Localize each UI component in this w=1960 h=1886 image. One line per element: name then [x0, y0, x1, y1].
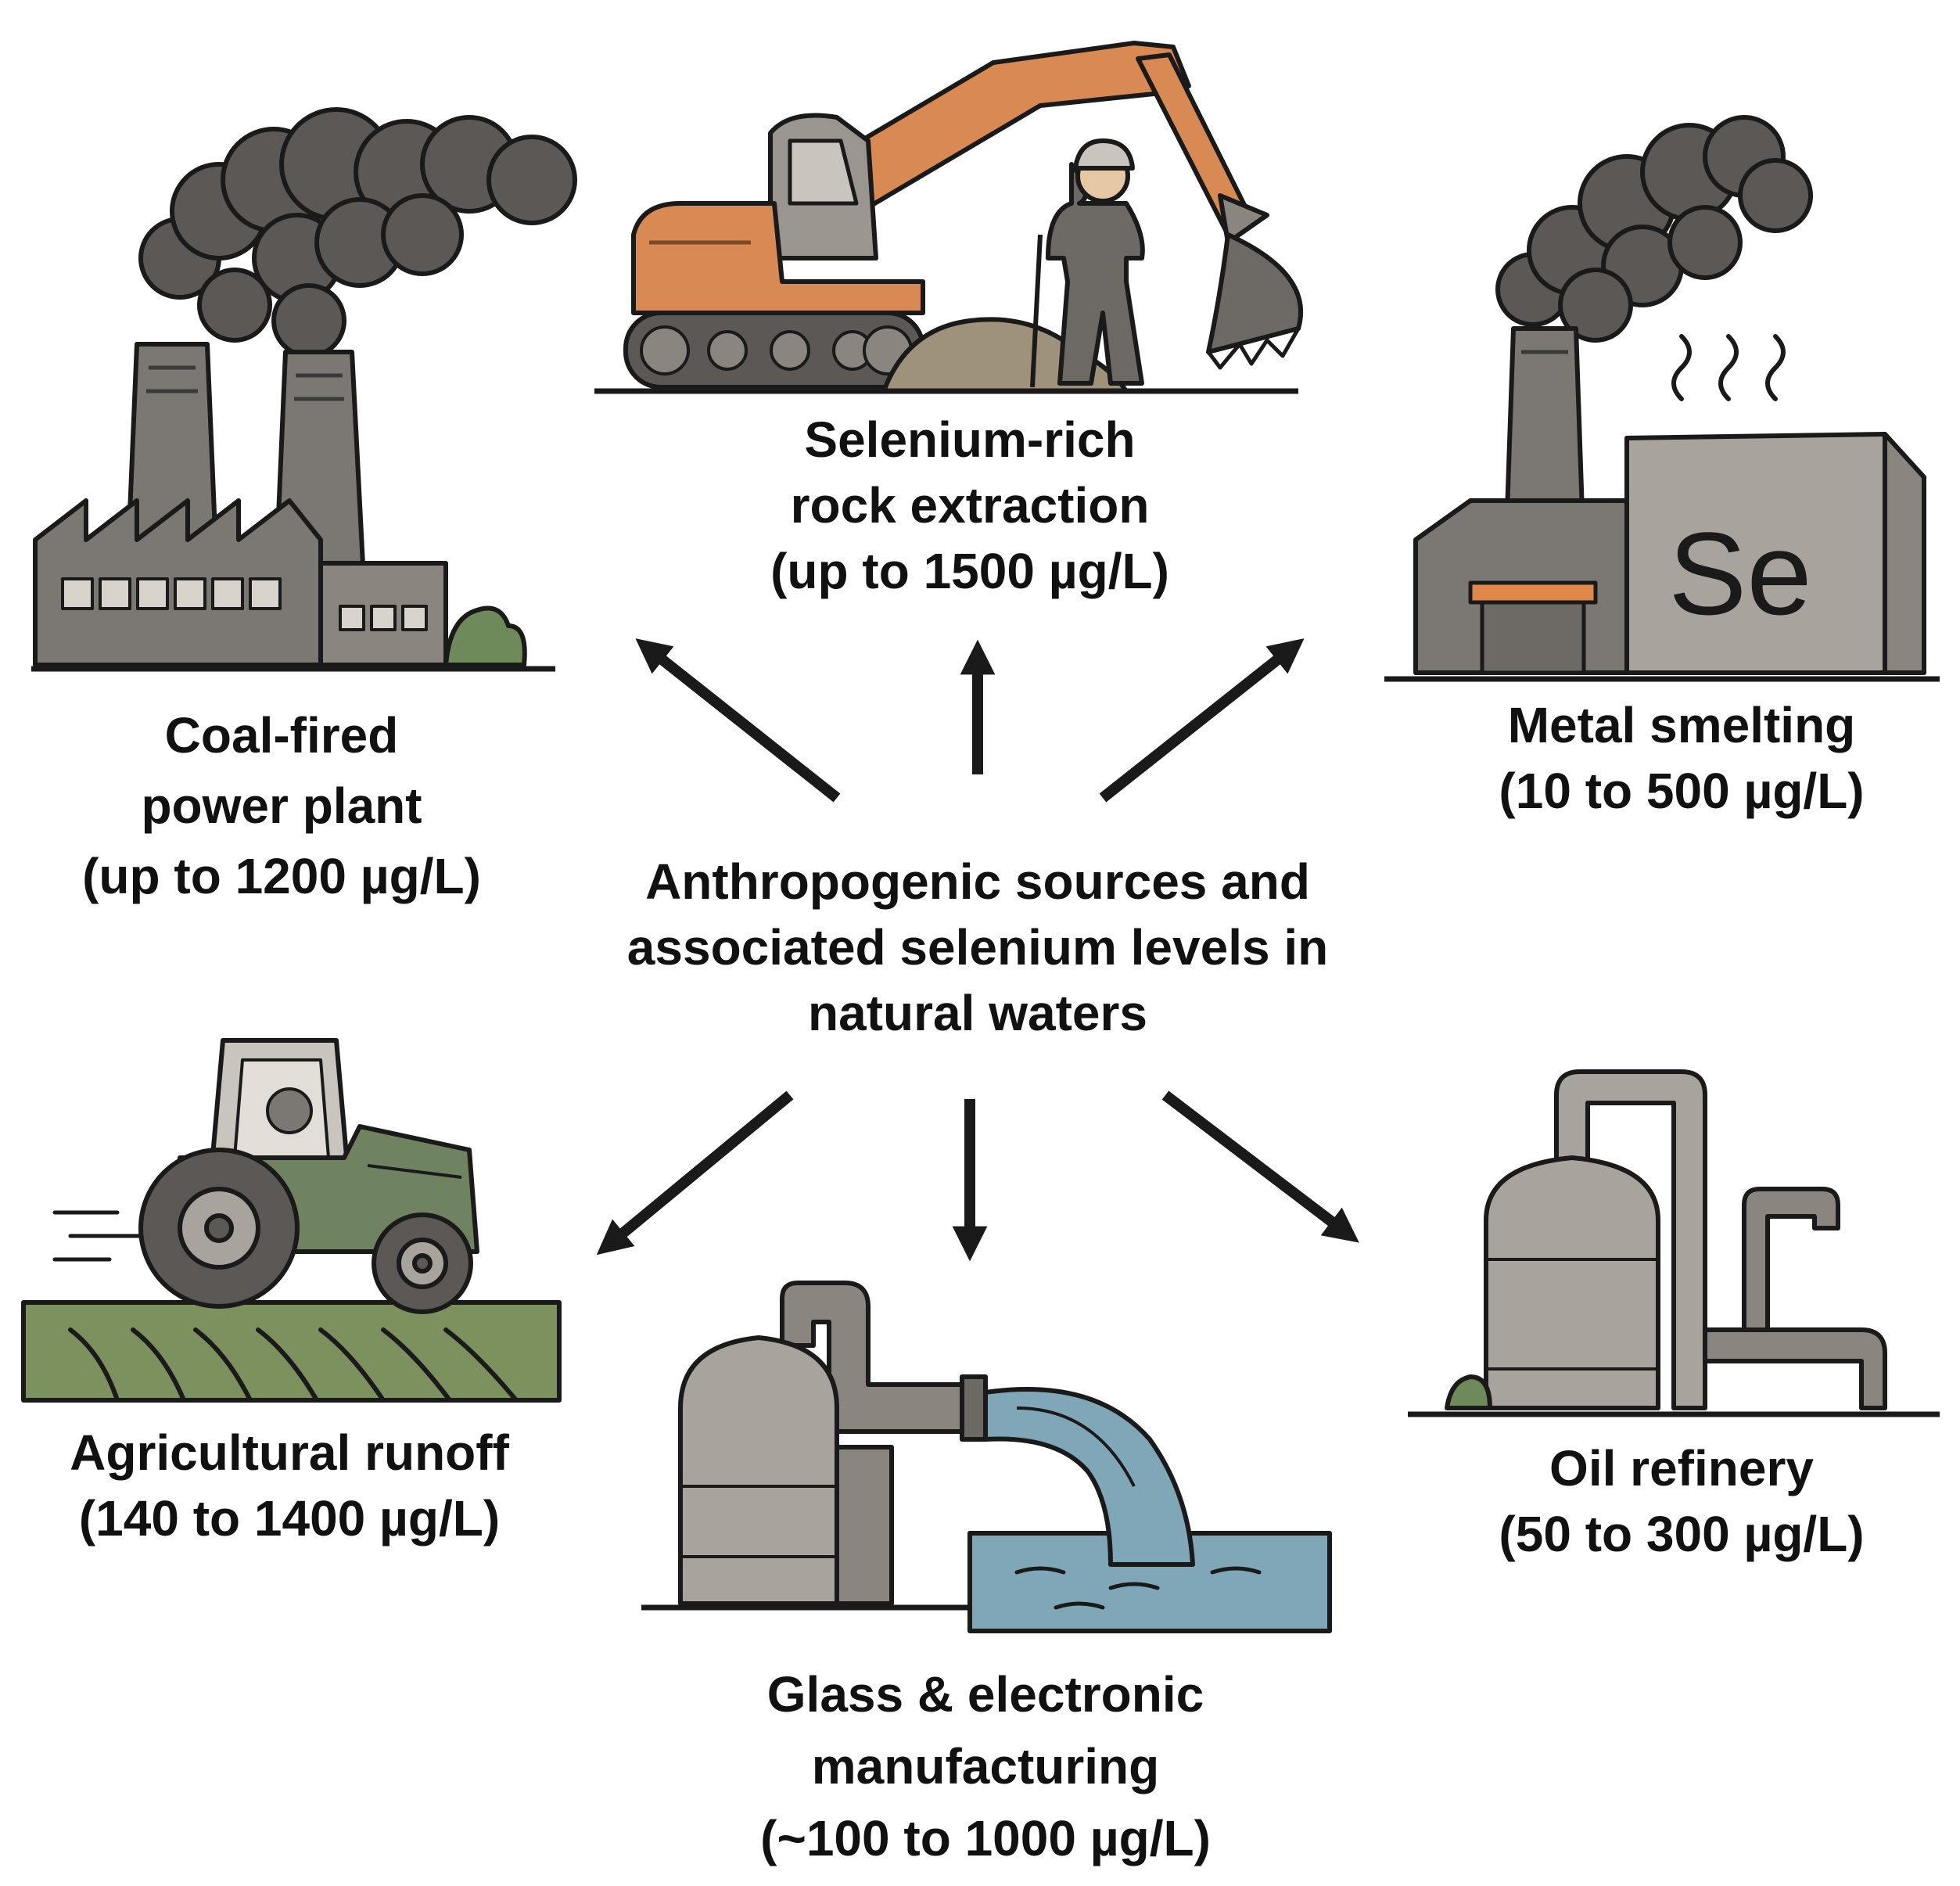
coal-plant-label: Coal-fired power plant (up to 1200 µg/L)	[31, 700, 532, 911]
oil-refinery-label: Oil refinery (50 to 300 µg/L)	[1447, 1435, 1916, 1567]
refinery-pipe-right	[1703, 1327, 1887, 1410]
excavator-body	[631, 201, 925, 315]
smoke-cloud-icon	[1495, 115, 1813, 343]
glass-manufacturing-level: (~100 to 1000 µg/L)	[760, 1810, 1211, 1866]
arrow-to-agricultural-runoff	[596, 1090, 794, 1256]
bush-icon	[443, 605, 527, 667]
tractor-wheel-front	[372, 1212, 473, 1314]
coal-plant-name-2: power plant	[141, 778, 422, 834]
manufacturing-outflow-illustration	[641, 1281, 1332, 1633]
arrow-to-metal-smelting	[1099, 638, 1305, 803]
tractor-wheel-rear	[138, 1148, 300, 1309]
arrows	[596, 638, 1359, 1262]
excavator-bucket	[1206, 232, 1304, 354]
rock-extraction-name-1: Selenium-rich	[804, 411, 1136, 468]
field	[21, 1300, 562, 1403]
glass-manufacturing-name-2: manufacturing	[811, 1738, 1160, 1794]
glass-manufacturing-label: Glass & electronic manufacturing (~100 t…	[688, 1658, 1283, 1874]
worker-icon	[1030, 138, 1145, 388]
title-line-2: associated selenium levels in	[626, 919, 1329, 975]
agricultural-runoff-label: Agricultural runoff (140 to 1400 µg/L)	[23, 1420, 555, 1551]
metal-smelting-level: (10 to 500 µg/L)	[1499, 763, 1865, 819]
tractor-illustration	[21, 1038, 562, 1403]
arrow-to-coal-plant	[635, 638, 841, 803]
excavator-illustration	[594, 41, 1304, 394]
oil-refinery-name: Oil refinery	[1549, 1440, 1814, 1496]
coal-plant-name-1: Coal-fired	[164, 707, 399, 763]
storage-tank	[678, 1335, 839, 1606]
oil-refinery-illustration	[1408, 1069, 1940, 1417]
water-stream	[983, 1387, 1195, 1567]
metal-smelting-name: Metal smelting	[1507, 697, 1856, 753]
agricultural-runoff-level: (140 to 1400 µg/L)	[78, 1490, 501, 1547]
rock-extraction-level: (up to 1500 µg/L)	[770, 543, 1169, 599]
agricultural-runoff-name: Agricultural runoff	[70, 1424, 509, 1481]
excavator-boom	[819, 41, 1191, 210]
glass-manufacturing-name-1: Glass & electronic	[766, 1666, 1204, 1723]
smoke-cloud-icon	[138, 107, 577, 358]
rock-extraction-name-2: rock extraction	[790, 477, 1150, 533]
title-line-1: Anthropogenic sources and	[645, 853, 1310, 910]
diagram-title: Anthropogenic sources and associated sel…	[571, 849, 1384, 1046]
refinery-pipe-top	[1554, 1069, 1707, 1410]
arrow-to-oil-refinery	[1161, 1090, 1359, 1243]
refinery-tank	[1484, 1155, 1660, 1410]
bush-icon	[1445, 1374, 1492, 1410]
title-line-3: natural waters	[808, 985, 1147, 1041]
selenium-symbol: Se	[1668, 508, 1811, 639]
metal-smelter-illustration: Se	[1384, 115, 1940, 682]
oil-refinery-level: (50 to 300 µg/L)	[1499, 1506, 1865, 1562]
speed-lines-icon	[52, 1210, 143, 1262]
coal-plant-level: (up to 1200 µg/L)	[82, 848, 481, 904]
coal-power-plant-illustration	[31, 107, 577, 672]
metal-smelting-label: Metal smelting (10 to 500 µg/L)	[1439, 692, 1924, 824]
heat-wave-icon	[1671, 334, 1786, 401]
rock-extraction-label: Selenium-rich rock extraction (up to 150…	[673, 407, 1267, 604]
